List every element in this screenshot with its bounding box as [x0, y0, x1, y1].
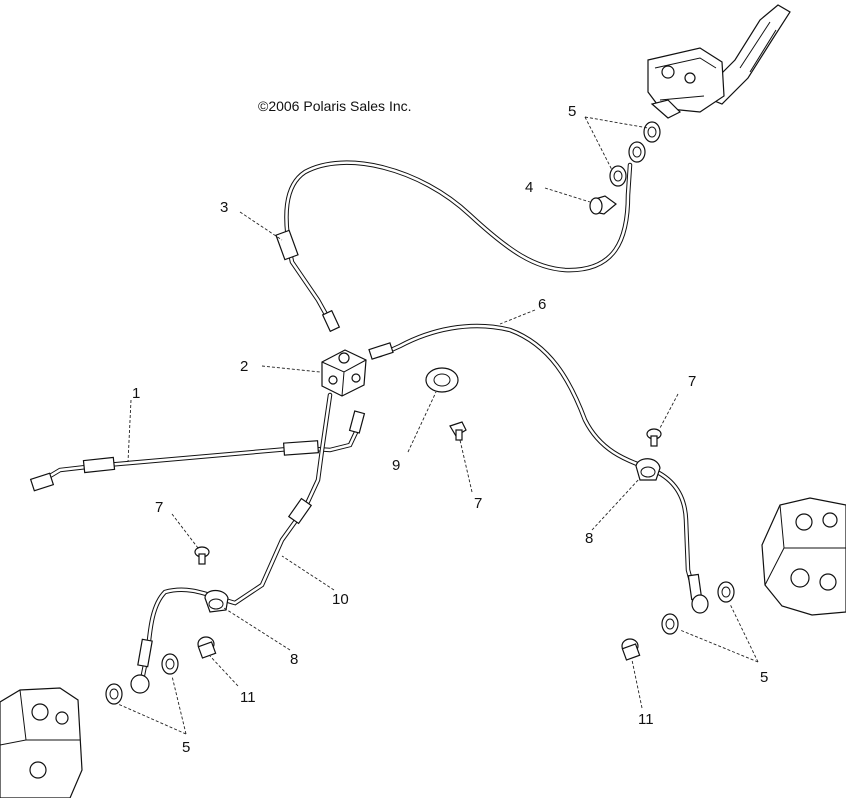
callout-11-right: 11: [638, 711, 654, 728]
callout-7-right: 7: [688, 373, 696, 390]
crush-washers-5-left: [105, 653, 179, 705]
callout-6: 6: [538, 296, 546, 313]
brake-hose-10: [130, 392, 333, 694]
brake-hose-1: [29, 410, 366, 492]
screw-7-left: [194, 546, 210, 565]
callout-1: 1: [132, 385, 140, 402]
brake-junction-block: [321, 349, 367, 397]
callout-5-right: 5: [760, 669, 768, 686]
banjo-bolt-11-right: [621, 638, 641, 661]
callout-8-left: 8: [290, 651, 298, 668]
brake-caliper-left: [0, 687, 83, 798]
screw-7-mid: [449, 421, 467, 441]
callout-9: 9: [392, 457, 400, 474]
callout-3: 3: [220, 199, 228, 216]
brake-hose-6: [368, 323, 709, 614]
master-cylinder: [647, 4, 791, 119]
brake-caliper-right: [761, 497, 846, 616]
copyright-text: ©2006 Polaris Sales Inc.: [258, 98, 412, 114]
callout-8-right: 8: [585, 530, 593, 547]
callout-2: 2: [240, 358, 248, 375]
screw-7-right: [646, 428, 662, 447]
callout-5-top: 5: [568, 103, 576, 120]
callout-4: 4: [525, 179, 533, 196]
grommet-9: [425, 367, 459, 393]
leader-lines: [117, 116, 759, 735]
callout-10: 10: [332, 591, 349, 608]
brake-hose-3: [275, 160, 633, 333]
banjo-bolt-11-left: [197, 636, 217, 659]
callout-7-left: 7: [155, 499, 163, 516]
callout-11-left: 11: [240, 689, 256, 706]
hose-clamp-8-right: [635, 458, 661, 481]
crush-washers-5-right: [661, 581, 735, 635]
hose-clamp-8-left: [204, 589, 229, 613]
callout-7-mid: 7: [474, 495, 482, 512]
banjo-bolt-4: [589, 121, 661, 215]
callout-5-left: 5: [182, 739, 190, 756]
